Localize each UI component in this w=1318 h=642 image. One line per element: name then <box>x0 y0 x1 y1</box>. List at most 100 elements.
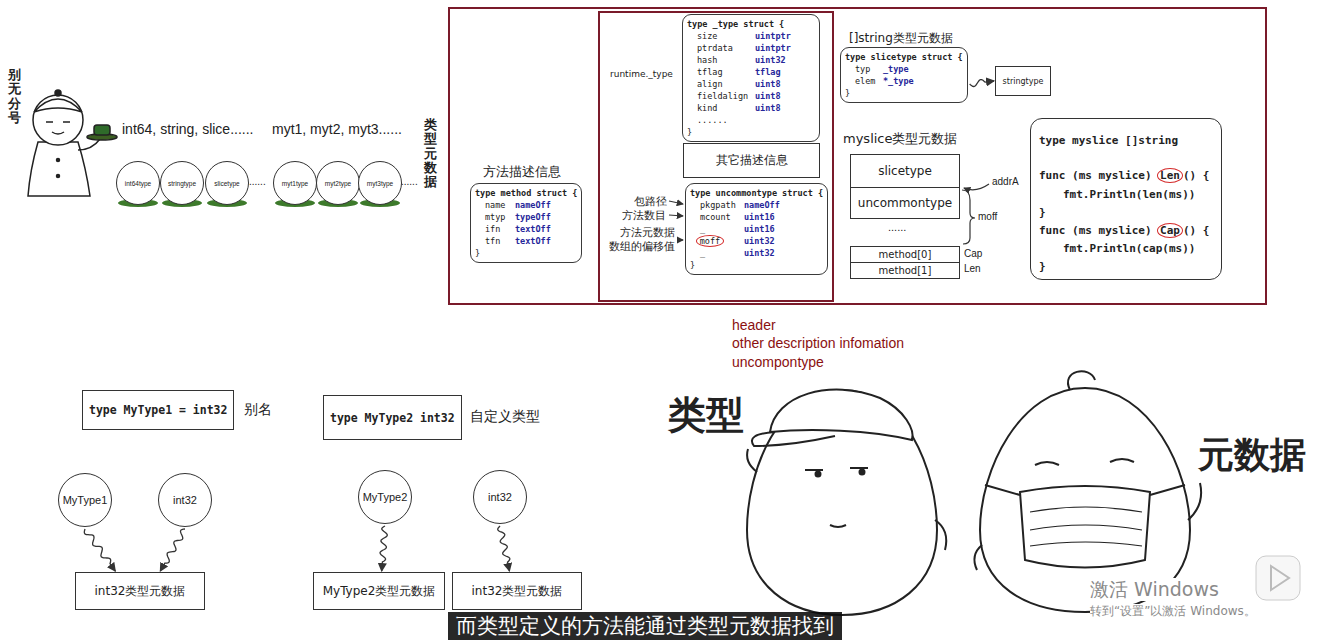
mask <box>1020 486 1150 568</box>
struct-row: _ uint32 <box>690 247 823 259</box>
text-label: header <box>732 317 776 334</box>
field-name: kind <box>697 103 717 113</box>
eyes <box>805 468 868 470</box>
circle-label: int64type <box>125 180 151 187</box>
text-box: type MyType1 = int32 <box>82 390 234 430</box>
struct-row: mtyp typeOff <box>475 211 577 223</box>
play-triangle <box>1271 566 1289 590</box>
text-label: 类型元数据 <box>424 118 437 189</box>
type-circle: stringtype <box>160 161 204 205</box>
code-line: } <box>475 247 480 259</box>
eyes <box>46 121 70 123</box>
circle-label: slicetype <box>214 180 239 187</box>
leader-arrow <box>677 239 683 240</box>
code-token: type myslice []string <box>1039 134 1178 147</box>
field-cell: fieldalign <box>697 90 755 102</box>
circle-label: myt1type <box>282 180 308 187</box>
play-button <box>1256 556 1300 600</box>
code-token: () { <box>1183 169 1210 182</box>
text-box: type MyType2 int32 <box>323 395 462 440</box>
type-circle: int64type <box>116 161 160 205</box>
struct-row: mcountuint16 <box>690 211 823 223</box>
code-token: Len <box>1157 168 1183 183</box>
field-name: mtyp <box>485 212 505 222</box>
struct-row: _uint16 <box>690 223 823 235</box>
field-name: _ <box>700 248 705 258</box>
text-box: MyType2类型元数据 <box>313 572 445 610</box>
text-label: 类型 <box>668 395 744 437</box>
text-label: 别无分号 <box>8 68 21 125</box>
code-token: func (ms myslice) <box>1039 224 1152 237</box>
box-label: 其它描述信息 <box>716 152 788 169</box>
struct-row: } <box>475 247 577 259</box>
box-label: type MyType2 int32 <box>330 411 455 425</box>
head <box>33 95 83 145</box>
struct-row: moffuint32 <box>690 235 823 247</box>
code-line: ...... <box>697 114 728 126</box>
wavy-arrow <box>970 80 994 87</box>
field-type: uint32 <box>755 54 786 66</box>
code-line: type uncommontype struct { <box>690 187 823 199</box>
field-name: align <box>697 79 723 89</box>
field-type: textOff <box>515 223 551 235</box>
field-type: uint32 <box>744 247 775 259</box>
text-box: method[1] <box>850 262 960 279</box>
field-cell: mcount <box>700 211 744 223</box>
field-name: tfn <box>485 236 500 246</box>
circle-label: MyType1 <box>63 494 108 506</box>
code-line: } <box>1039 205 1046 221</box>
egg-body <box>747 390 937 615</box>
cap-brim <box>752 432 835 446</box>
field-name: fieldalign <box>697 91 748 101</box>
metadata-egg <box>974 371 1201 612</box>
struct-row: } <box>845 87 963 99</box>
code-line: } <box>845 87 850 99</box>
field-cell: align <box>697 78 755 90</box>
code-token: () { <box>1183 224 1210 237</box>
arm <box>78 139 100 150</box>
field-type: uint8 <box>755 78 781 90</box>
wavy-arrow <box>160 529 185 571</box>
field-type: typeOff <box>515 211 551 223</box>
box-label: int32类型元数据 <box>95 583 186 600</box>
code-token: Cap <box>1157 223 1183 238</box>
field-name: size <box>697 31 717 41</box>
struct-row: } <box>687 126 815 138</box>
field-cell: name <box>485 199 515 211</box>
box-label: MyType2类型元数据 <box>323 583 436 600</box>
box-label: method[0] <box>879 249 932 260</box>
struct-row: type uncommontype struct { <box>690 187 823 199</box>
text-label: 转到“设置”以激活 Windows。 <box>1090 604 1256 618</box>
text-label: ...... <box>888 221 906 234</box>
field-name: pkgpath <box>700 200 736 210</box>
frame-box: runtime._typetype _type struct {sizeuint… <box>598 11 834 302</box>
field-cell: elem <box>855 75 883 87</box>
type-circle: int32 <box>158 473 212 527</box>
field-type: nameOff <box>515 199 551 211</box>
field-cell: hash <box>697 54 755 66</box>
code-line: type myslice []string <box>1039 133 1178 149</box>
code-box: type myslice []string func (ms myslice) Le… <box>1030 118 1222 280</box>
type-circle: MyType1 <box>58 473 112 527</box>
box-label: int32类型元数据 <box>472 583 563 600</box>
text-label: 方法元数据 数组的偏移值 <box>606 226 675 254</box>
field-cell: pkgpath <box>700 199 744 211</box>
leader-arrow <box>669 201 683 204</box>
code-line: type _type struct { <box>687 18 784 30</box>
text-label: other description infomation <box>732 335 904 352</box>
arm <box>747 449 757 472</box>
type-egg <box>747 390 946 615</box>
box-label: slicetype <box>878 164 932 178</box>
text-label: 激活 Windows <box>1090 578 1219 601</box>
box-label: type MyType1 = int32 <box>89 403 227 417</box>
struct-row: typ_type <box>845 63 963 75</box>
arm <box>974 545 982 570</box>
text-box: int32类型元数据 <box>452 572 582 610</box>
circle-label: stringtype <box>168 180 196 187</box>
code-line: } <box>1039 259 1046 275</box>
text-label: Len <box>964 263 981 275</box>
outer-frame <box>449 8 1266 304</box>
subtitle: 而类型定义的方法能通过类型元数据找到 <box>448 612 842 640</box>
